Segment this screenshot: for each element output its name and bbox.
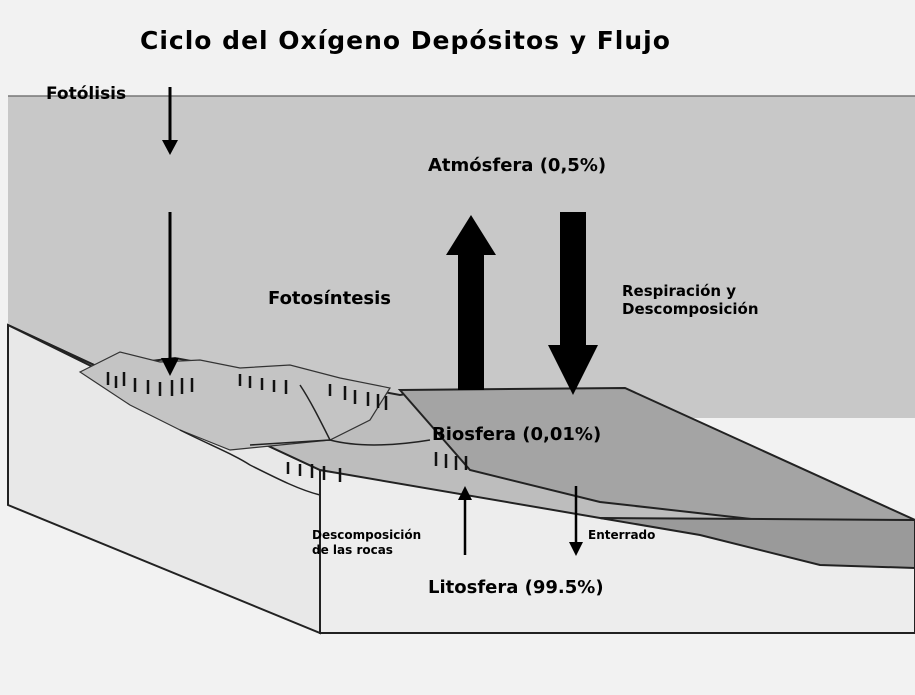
label-burial: Enterrado: [588, 528, 656, 542]
ocean-lower-band: [599, 517, 915, 570]
label-atmosphere: Atmósfera (0,5%): [428, 155, 607, 176]
label-lithosphere: Litosfera (99.5%): [428, 577, 604, 598]
diagram-title: Ciclo del Oxígeno Depósitos y Flujo: [140, 26, 671, 55]
forest-trees: [106, 372, 468, 482]
photolysis-arrow-long: [161, 212, 179, 376]
photosynthesis-arrow: [446, 215, 496, 390]
rock-decomposition-arrow: [458, 486, 472, 555]
label-rock-decomposition: Descomposición de las rocas: [312, 528, 422, 557]
valley-lines: [179, 384, 431, 496]
label-photosynthesis: Fotosíntesis: [268, 288, 392, 309]
photolysis-arrow-top: [162, 87, 178, 155]
label-biosphere: Biosfera (0,01%): [432, 424, 602, 445]
label-photolysis: Fotólisis: [46, 84, 127, 104]
burial-arrow: [569, 486, 583, 556]
label-respiration: Respiración y Descomposición: [622, 282, 759, 318]
respiration-decomposition-arrow: [548, 212, 598, 395]
